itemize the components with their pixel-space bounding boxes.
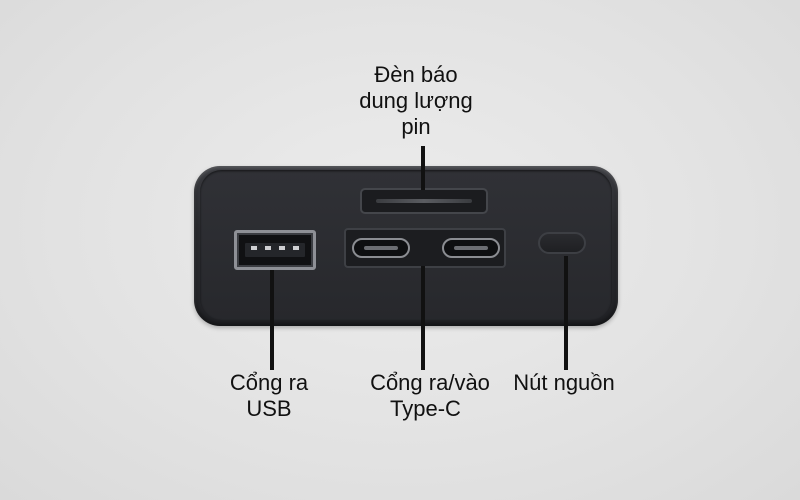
label-power-button-line-1: Nút nguồn <box>513 370 615 395</box>
leader-line-typec-port <box>421 266 425 370</box>
label-battery-indicator-line-2: dung lượng <box>359 88 473 113</box>
leader-line-usb-port <box>270 270 274 370</box>
label-battery-indicator-line-3: pin <box>401 114 431 139</box>
label-usb-port: Cổng ra USB <box>204 370 334 422</box>
usb-a-pin <box>265 246 271 250</box>
label-battery-indicator-line-1: Đèn báo <box>374 62 458 87</box>
typec-port-recess <box>344 228 506 268</box>
typec-port-left <box>352 238 410 258</box>
label-typec-port: Cổng ra/vào Type-C <box>350 370 510 422</box>
label-typec-port-line-1: Cổng ra/vào <box>370 370 490 395</box>
battery-indicator-bar <box>376 199 472 203</box>
label-usb-port-line-2: USB <box>246 396 292 421</box>
power-bank <box>194 166 618 326</box>
label-power-button: Nút nguồn <box>504 370 624 396</box>
usb-a-pin <box>279 246 285 250</box>
usb-a-pin <box>251 246 257 250</box>
battery-indicator-light <box>360 188 488 214</box>
usb-a-tongue <box>245 243 305 257</box>
typec-tongue <box>364 246 398 250</box>
label-battery-indicator: Đèn báo dung lượng pin <box>336 62 496 140</box>
leader-line-battery-indicator <box>421 146 425 190</box>
usb-a-pin <box>293 246 299 250</box>
power-button <box>538 232 586 254</box>
usb-a-port <box>234 230 316 270</box>
leader-line-power-button <box>564 256 568 370</box>
label-typec-port-line-2: Type-C <box>390 396 461 421</box>
label-usb-port-line-1: Cổng ra <box>229 370 309 395</box>
typec-tongue <box>454 246 488 250</box>
typec-port-right <box>442 238 500 258</box>
